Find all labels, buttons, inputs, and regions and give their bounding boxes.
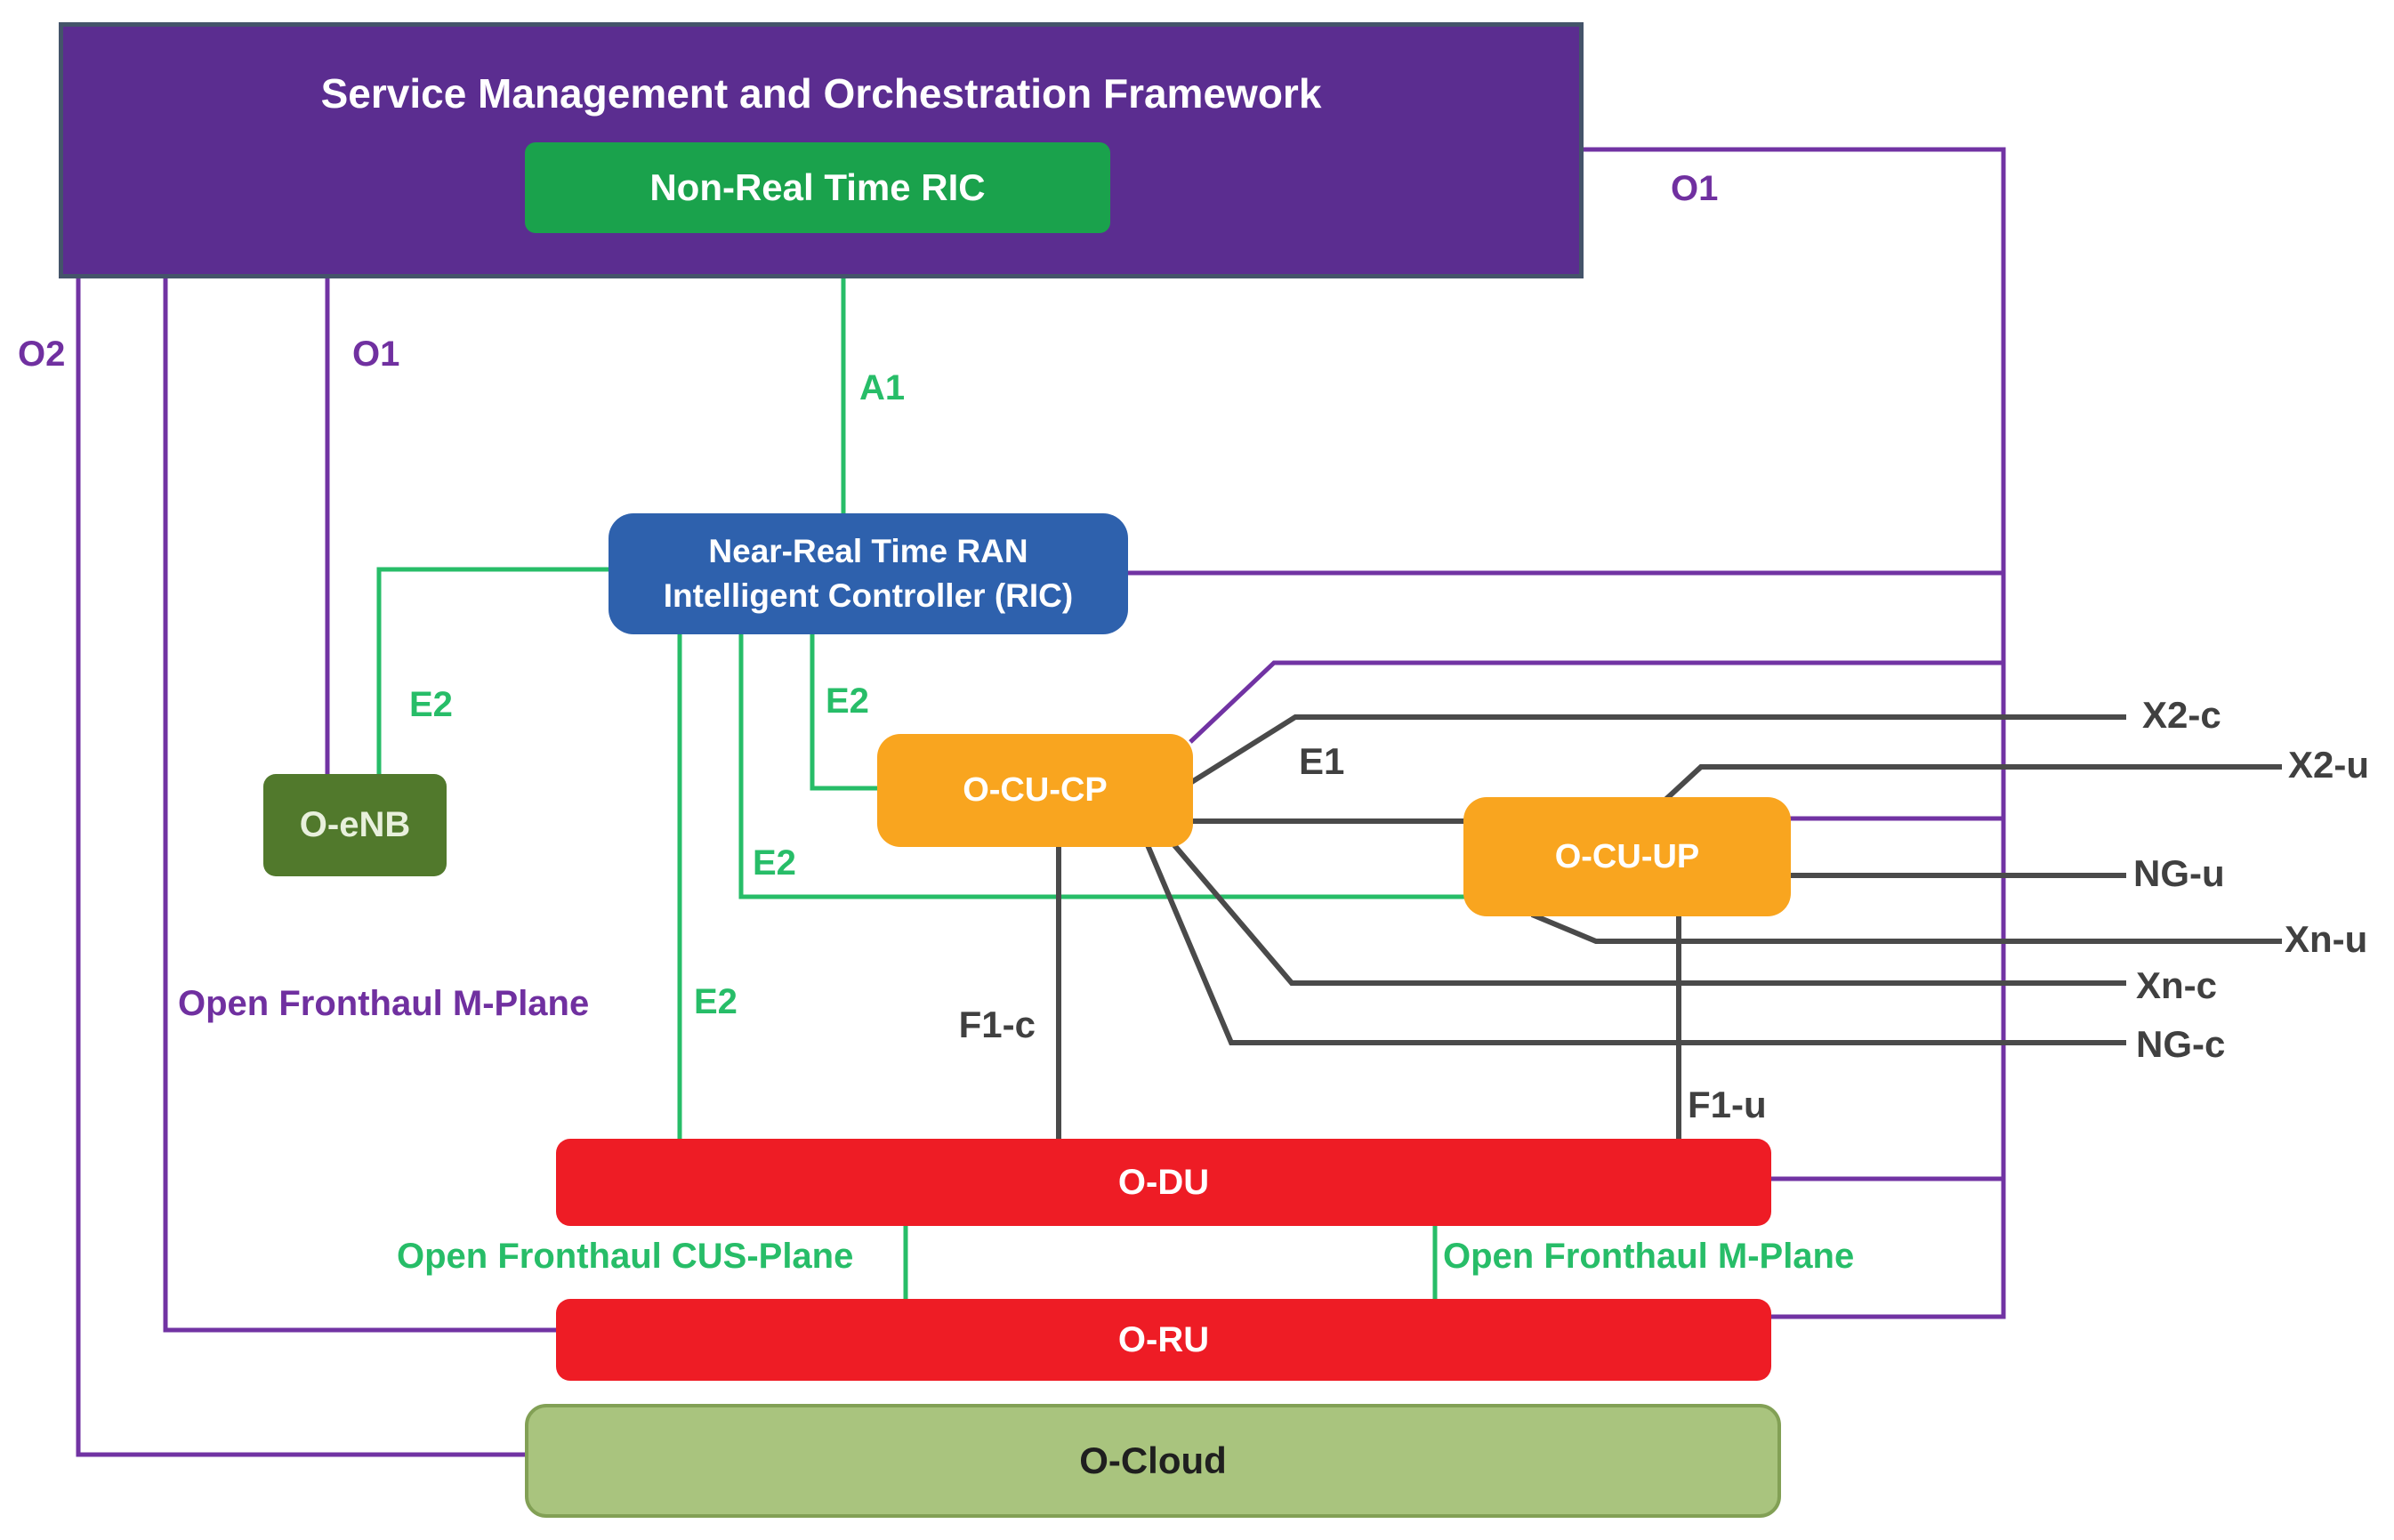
o-cu-cp-label: O-CU-CP <box>963 771 1108 809</box>
non-rt-ric-label: Non-Real Time RIC <box>649 166 986 208</box>
label-xn-u: Xn-u <box>2285 918 2368 960</box>
line-e2-ric-to-ocucp <box>810 632 881 791</box>
label-e1: E1 <box>1299 740 1345 782</box>
line-x2c <box>1189 714 2126 786</box>
label-o1-left: O1 <box>352 335 400 374</box>
label-open-fronthaul-cus-plane: Open Fronthaul CUS-Plane <box>397 1237 854 1276</box>
node-o-du: O-DU <box>556 1139 1771 1226</box>
o-cloud-label: O-Cloud <box>1079 1439 1227 1481</box>
line-o1-ocucp-to-trunk <box>1189 660 2003 744</box>
label-ng-c: NG-c <box>2136 1023 2226 1065</box>
smo-title: Service Management and Orchestration Fra… <box>320 70 1322 117</box>
o-enb-label: O-eNB <box>299 805 411 844</box>
label-e2-odu: E2 <box>694 982 738 1021</box>
line-e2-ric-to-oenb <box>376 567 612 778</box>
label-e2-ocuup: E2 <box>753 843 796 883</box>
label-xn-c: Xn-c <box>2136 964 2218 1006</box>
label-ng-u: NG-u <box>2133 852 2225 894</box>
label-e2-oenb: E2 <box>409 685 453 724</box>
label-a1: A1 <box>859 368 906 407</box>
label-x2-u: X2-u <box>2288 744 2370 786</box>
node-near-rt-ric: Near-Real Time RAN Intelligent Controlle… <box>609 513 1128 634</box>
near-rt-ric-label-line1: Near-Real Time RAN <box>708 533 1028 570</box>
label-open-fronthaul-m-plane-smo: Open Fronthaul M-Plane <box>178 984 590 1023</box>
line-x2u <box>1663 764 2282 802</box>
node-non-rt-ric: Non-Real Time RIC <box>525 142 1110 233</box>
line-o2-smo-to-ocloud <box>76 278 530 1457</box>
label-open-fronthaul-m-plane-odu: Open Fronthaul M-Plane <box>1443 1237 1855 1276</box>
label-o1-right: O1 <box>1671 169 1719 208</box>
label-e2-ocucp: E2 <box>826 681 869 721</box>
node-o-enb: O-eNB <box>263 774 447 876</box>
near-rt-ric-label-line2: Intelligent Controller (RIC) <box>663 577 1074 614</box>
node-o-cloud: O-Cloud <box>525 1404 1781 1518</box>
line-xnu <box>1530 912 2282 944</box>
o-cu-up-label: O-CU-UP <box>1554 837 1700 875</box>
o-ru-label: O-RU <box>1117 1319 1210 1359</box>
node-smo: Service Management and Orchestration Fra… <box>59 22 1584 278</box>
node-o-cu-cp: O-CU-CP <box>877 734 1193 847</box>
node-o-cu-up: O-CU-UP <box>1463 797 1791 916</box>
line-e2-ric-to-ocuup <box>738 632 1466 899</box>
label-o2: O2 <box>18 335 66 374</box>
label-f1-c: F1-c <box>958 1004 1036 1045</box>
line-mplane-smo-to-oru <box>163 278 560 1333</box>
o-du-label: O-DU <box>1117 1162 1210 1202</box>
line-xnc <box>1172 843 2126 986</box>
label-f1-u: F1-u <box>1688 1084 1767 1125</box>
node-o-ru: O-RU <box>556 1299 1771 1381</box>
line-ngc <box>1145 843 2126 1045</box>
line-o1-smo-right-trunk <box>1582 147 2006 1319</box>
label-x2-c: X2-c <box>2142 694 2221 736</box>
